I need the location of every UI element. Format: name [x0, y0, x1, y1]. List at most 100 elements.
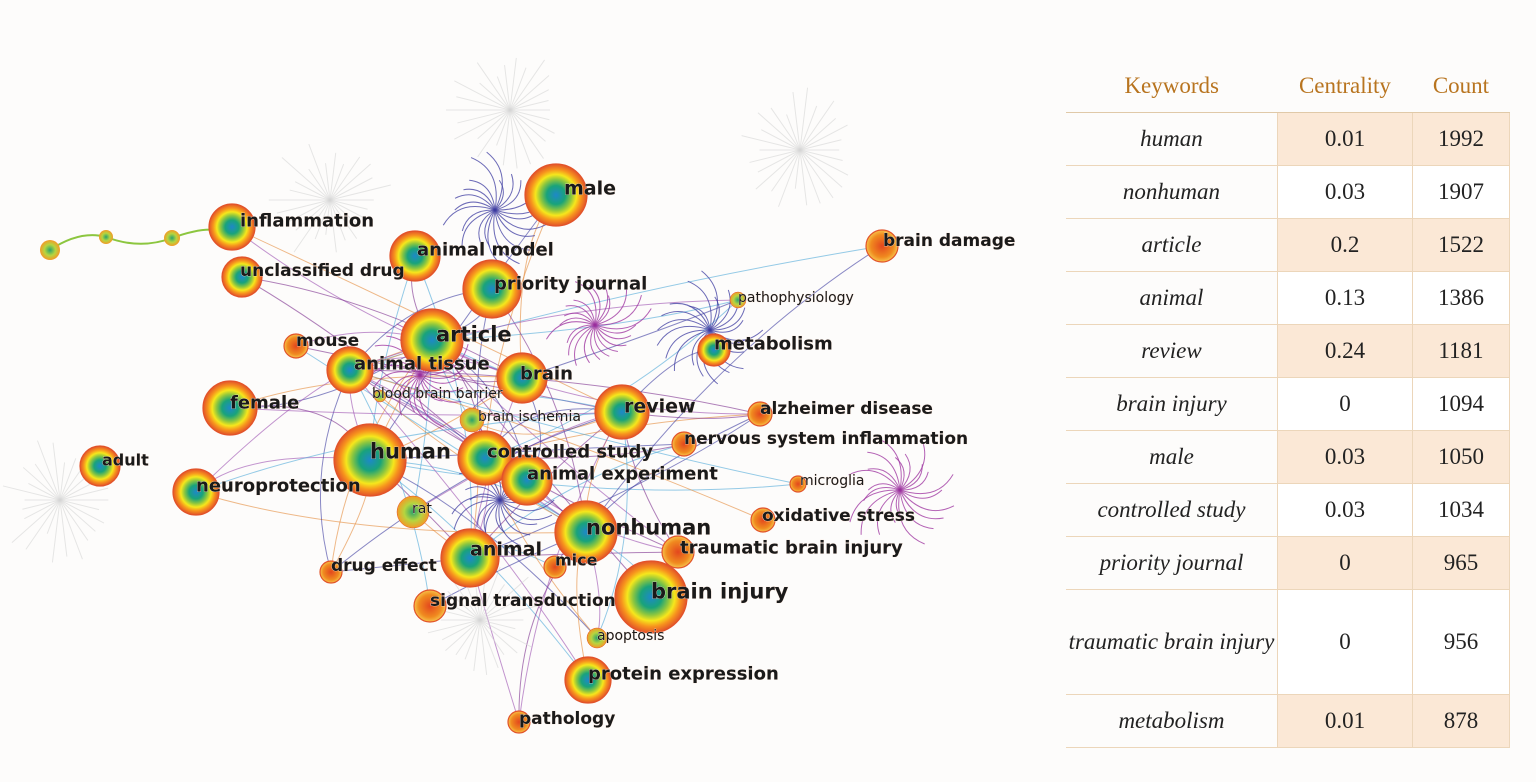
network-edge	[419, 374, 463, 384]
node-label-brain: brain	[520, 363, 573, 384]
cell-count: 1992	[1411, 112, 1511, 166]
network-edge	[454, 201, 496, 211]
network-edge	[419, 374, 462, 403]
network-edge	[461, 209, 496, 248]
network-edge	[478, 209, 496, 243]
network-edge	[486, 151, 503, 211]
network-edge	[469, 493, 501, 501]
node-label-animal-model: animal model	[417, 239, 554, 260]
network-edge	[709, 320, 744, 333]
table-row: review 0.24 1181	[1066, 324, 1511, 378]
network-node-unclassified-drug	[221, 256, 263, 298]
network-edge	[34, 463, 61, 501]
network-edge	[37, 440, 61, 501]
network-edge	[418, 374, 444, 428]
network-edge	[52, 442, 61, 501]
cell-centrality: 0.03	[1276, 165, 1413, 219]
network-node-unlabeled	[99, 230, 113, 244]
network-edge	[502, 109, 511, 166]
network-edge	[464, 619, 481, 660]
network-edge	[757, 112, 801, 151]
cell-keyword: animal	[1066, 271, 1278, 325]
network-edge	[749, 149, 801, 163]
network-edge	[875, 437, 902, 491]
cell-keyword: human	[1066, 112, 1278, 166]
network-edge	[419, 374, 443, 402]
network-edge	[761, 129, 801, 151]
network-edge	[590, 324, 601, 361]
network-edge	[799, 149, 843, 188]
network-edge	[195, 491, 587, 534]
network-node-nonhuman	[554, 500, 618, 564]
network-edge	[59, 499, 89, 541]
network-edge	[374, 344, 421, 376]
network-edge	[594, 308, 652, 330]
network-edge	[293, 199, 331, 253]
network-edge	[709, 307, 746, 331]
cell-keyword: brain injury	[1066, 377, 1278, 431]
network-edge	[49, 228, 216, 251]
network-node-mouse	[283, 333, 309, 359]
network-edge	[385, 361, 421, 376]
cell-keyword: male	[1066, 430, 1278, 484]
network-edge	[391, 374, 421, 394]
network-edge	[594, 295, 642, 326]
network-edge	[509, 109, 546, 142]
network-edge	[499, 499, 531, 536]
cell-keyword: review	[1066, 324, 1278, 378]
network-edge	[778, 149, 801, 207]
network-edge	[565, 305, 596, 326]
network-edge	[786, 114, 801, 151]
network-edge	[566, 324, 596, 344]
network-edge	[594, 295, 611, 326]
network-node-brain-ischemia	[459, 407, 485, 433]
network-node-neuroprotection	[172, 468, 220, 516]
cell-count: 965	[1411, 536, 1511, 590]
network-node-article	[400, 308, 464, 372]
network-edge	[469, 179, 496, 211]
network-edge	[867, 468, 901, 491]
network-edge	[848, 469, 901, 491]
cell-centrality: 0	[1276, 536, 1413, 590]
network-edge	[24, 499, 61, 520]
network-edge	[669, 302, 711, 331]
network-edge	[329, 199, 358, 239]
node-label-human: human	[370, 439, 451, 463]
network-edge	[509, 75, 550, 111]
network-edge	[241, 276, 523, 379]
network-edge	[657, 319, 711, 331]
network-node-review	[594, 384, 650, 440]
network-edge	[276, 199, 331, 214]
network-node-blood-brain-barrier	[373, 389, 387, 403]
network-edge	[546, 321, 596, 340]
node-label-animal-tissue: animal tissue	[354, 353, 490, 374]
network-edge	[509, 100, 549, 111]
network-edge	[509, 109, 544, 159]
node-label-nonhuman: nonhuman	[586, 515, 711, 539]
table-row: priority journal 0 965	[1066, 536, 1511, 590]
network-edge	[456, 96, 511, 111]
network-edge	[899, 489, 934, 530]
network-edge	[583, 324, 596, 364]
network-edge	[479, 619, 532, 648]
network-edge	[521, 299, 739, 379]
network-node-unlabeled	[164, 230, 180, 246]
network-edge	[59, 487, 109, 501]
node-label-microglia: microglia	[800, 473, 864, 489]
network-edge	[329, 184, 391, 201]
network-edge	[799, 139, 842, 151]
table-row: nonhuman 0.03 1907	[1066, 165, 1511, 219]
cell-count: 1094	[1411, 377, 1511, 431]
cell-centrality: 0.13	[1276, 271, 1413, 325]
network-edge	[899, 489, 955, 512]
network-edge	[281, 157, 331, 201]
network-edge	[349, 369, 761, 415]
network-edge	[470, 157, 497, 211]
network-edge	[568, 324, 596, 356]
table-row: human 0.01 1992	[1066, 112, 1511, 166]
node-label-rat: rat	[412, 501, 432, 517]
network-edge	[409, 374, 421, 413]
network-edge	[295, 199, 331, 231]
network-edge	[477, 109, 511, 140]
node-label-mouse: mouse	[296, 331, 359, 351]
